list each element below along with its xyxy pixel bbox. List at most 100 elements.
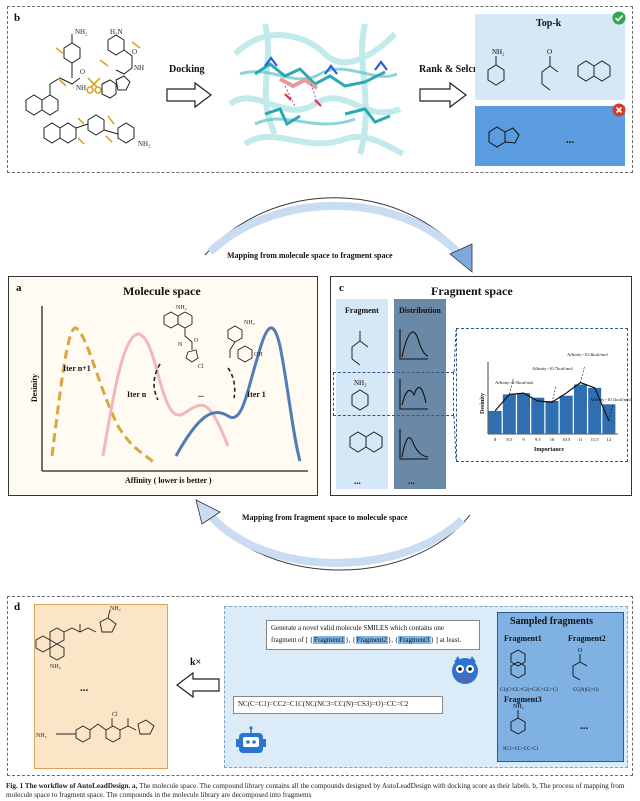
nh-text-2: NH <box>134 64 144 72</box>
sampled-fragment-structures: O NH₂ <box>510 648 588 735</box>
hist-xlabel: Importance <box>534 447 564 453</box>
curve-label-ellipsis: ... <box>198 390 204 399</box>
frag-nh2-label: NH₂ <box>354 379 367 387</box>
out-cl: Cl <box>112 712 118 718</box>
hist-tick-label: 10.5 <box>562 437 571 442</box>
annotation-3: Affinity:-10.4kcal/mol <box>567 352 608 357</box>
prompt-frag3: Fragment3 <box>398 636 431 644</box>
highlight-row <box>333 372 454 416</box>
molecule-space-chart: NH₂ O N Cl NH₂ OH <box>41 305 308 472</box>
annotation-leader <box>580 366 585 383</box>
k-arrow <box>176 671 220 699</box>
rejected-more: ... <box>566 134 575 146</box>
hist-bar <box>502 394 516 434</box>
annotation-2: Affinity:-10.7kcal/mol <box>532 366 573 371</box>
nh2-text-1: NH₂ <box>75 28 88 36</box>
prompt-frag2: Fragment2 <box>355 636 388 644</box>
curve-label-iter-n1: Iter n+1 <box>63 364 91 373</box>
panel-d <box>7 596 633 776</box>
out-h2n-3: NH₂ <box>36 733 47 739</box>
topk-o: O <box>547 48 552 56</box>
rejected-box <box>475 106 625 166</box>
rank-select-label: Rank & Selcrt <box>419 64 481 75</box>
protein-structure-image <box>225 14 405 164</box>
annotation-leader <box>509 378 514 395</box>
caption-bold: Fig. 1 The workflow of AutoLeadDesign. a… <box>6 782 138 790</box>
hist-tick-label: 10 <box>550 437 555 442</box>
smiles-output: NC(C=C1)=CC2=C1C(NC(NC3=CC(N)=CS3)=O)=CC… <box>238 700 409 708</box>
hist-tick-label: 9 <box>522 437 525 442</box>
annotation-4: Affinity:-10.1kcal/mol <box>590 397 631 402</box>
fragment1-label: Fragment1 <box>504 634 542 643</box>
panel-a-title: Molecule space <box>123 284 201 298</box>
mol-a-nh2: NH₂ <box>176 305 187 311</box>
frag2-smiles: CC(N)C(=O) <box>573 688 599 693</box>
prompt-line-1: Generate a novel valid molecule SMILES w… <box>271 624 445 632</box>
frag2-o: O <box>578 648 583 654</box>
distribution-column <box>394 299 446 489</box>
zoom-histogram-box <box>456 328 628 462</box>
hist-bar <box>531 397 545 434</box>
output-molecules: NH₂ NH₂ NH₂ Cl <box>35 606 155 743</box>
prompt-frag1: Fragment1 <box>313 636 346 644</box>
o-text-2: O <box>132 48 137 56</box>
panel-b-letter: b <box>14 12 21 24</box>
out-nh2-2: NH₂ <box>50 664 61 670</box>
reject-icon <box>612 103 626 117</box>
fragment3-label: Fragment3 <box>504 695 542 704</box>
prompt-line-2: fragment of [ {Fragment1}, {Fragment2}, … <box>271 636 462 644</box>
col-fragment-label: Fragment <box>345 306 379 315</box>
docking-label: Docking <box>169 64 205 75</box>
rejected-fragment <box>488 126 520 148</box>
map-bottom-label: Mapping from fragment space to molecule … <box>242 513 408 522</box>
panel-b <box>7 6 633 173</box>
hist-bar <box>488 410 502 434</box>
panel-b-molecules: NH₂ H₂N O NH O NH NH₂ <box>25 28 151 148</box>
figure-caption: Fig. 1 The workflow of AutoLeadDesign. a… <box>6 782 634 800</box>
hist-tick-label: 12 <box>607 437 612 442</box>
hist-tick-label: 8.5 <box>507 437 513 442</box>
mol-a-n: N <box>178 342 183 348</box>
frag3-smiles: NC1=CC=CC=C1 <box>503 747 539 752</box>
sampled-dots: ... <box>580 720 589 732</box>
panel-c-title: Fragment space <box>431 284 513 298</box>
panel-a-letter: a <box>16 282 22 294</box>
output-dots: ... <box>80 682 89 694</box>
k-times-label: k× <box>190 657 202 668</box>
panel-c-letter: c <box>339 282 344 294</box>
topk-fragments: NH₂ O <box>487 48 611 91</box>
hist-tick-label: 11.5 <box>591 437 599 442</box>
out-h2n-1: NH₂ <box>110 606 121 612</box>
hist-bar <box>588 387 602 434</box>
hist-ylabel: Desinity <box>480 393 486 414</box>
annotation-1: Affinity:-8.9kcal/mol <box>495 380 534 385</box>
dist-col-ellipsis: ... <box>408 476 415 486</box>
mol-b-oh: OH <box>254 352 263 358</box>
sampled-fragments-box <box>497 612 624 762</box>
topk-label: Top-k <box>536 18 562 29</box>
mol-a-cl: Cl <box>198 364 204 370</box>
mol-b-nh2: NH₂ <box>244 320 255 326</box>
sampled-title: Sampled fragments <box>510 616 594 627</box>
output-molecules-box <box>34 604 168 769</box>
panel-d-letter: d <box>14 601 21 613</box>
curve-label-iter-n: Iter n <box>127 390 147 399</box>
smiles-output-bubble <box>233 696 443 714</box>
map-top-label: Mapping from molecule space to fragment … <box>227 251 393 260</box>
frag3-nh2: NH₂ <box>513 704 524 710</box>
mol-a-o: O <box>194 338 199 344</box>
curve-label-iter-1: Iter 1 <box>247 390 266 399</box>
scissors-icon <box>86 77 102 94</box>
hist-tick-label: 8 <box>494 437 497 442</box>
nh2-text-3: NH₂ <box>138 140 151 148</box>
prompt-bubble <box>266 620 480 650</box>
fragment-column <box>336 299 388 489</box>
frag1-smiles: C1(C=CC=C2)=C2C=CC=C1 <box>500 688 559 693</box>
caption-text: The molecule space. The compound library… <box>6 782 625 799</box>
robot-icon <box>236 726 266 753</box>
hist-bar <box>517 393 531 434</box>
rank-arrow <box>419 81 467 109</box>
